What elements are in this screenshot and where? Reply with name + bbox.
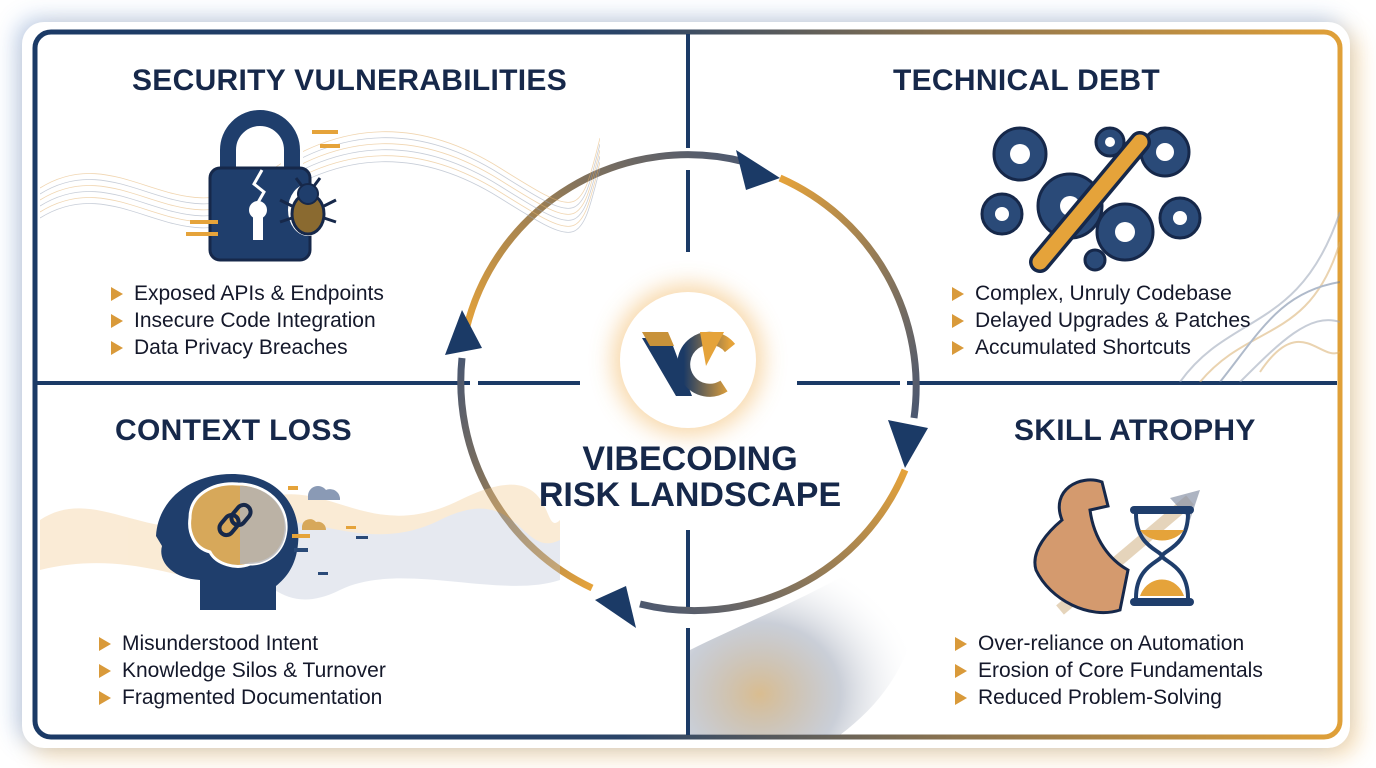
chevron-right-icon [955,636,967,651]
vc-logo-icon [642,331,736,397]
list-item: Insecure Code Integration [111,307,384,334]
chevron-right-icon [111,286,123,301]
chevron-right-icon [952,313,964,328]
vc-logo-badge [620,292,756,428]
list-item: Accumulated Shortcuts [952,334,1251,361]
arm-hourglass-icon [690,478,1200,735]
chevron-right-icon [99,690,111,705]
chevron-right-icon [955,663,967,678]
context-loss-title: CONTEXT LOSS [115,414,352,447]
head-brain-chain-icon [40,474,560,610]
list-item: Erosion of Core Fundamentals [955,657,1263,684]
chevron-right-icon [111,340,123,355]
center-title-line2: RISK LANDSCAPE [538,476,842,514]
chevron-right-icon [99,636,111,651]
padlock-bug-icon [40,110,600,262]
chevron-right-icon [955,690,967,705]
list-item: Fragmented Documentation [99,684,386,711]
list-item: Reduced Problem-Solving [955,684,1263,711]
list-item: Data Privacy Breaches [111,334,384,361]
list-item: Delayed Upgrades & Patches [952,307,1251,334]
context-loss-list: Misunderstood Intent Knowledge Silos & T… [99,630,386,711]
technical-debt-list: Complex, Unruly Codebase Delayed Upgrade… [952,280,1251,361]
skill-atrophy-list: Over-reliance on Automation Erosion of C… [955,630,1263,711]
list-item: Exposed APIs & Endpoints [111,280,384,307]
chevron-right-icon [111,313,123,328]
center-title-line1: VIBECODING [582,440,798,478]
technical-debt-title: TECHNICAL DEBT [893,64,1160,97]
list-item: Complex, Unruly Codebase [952,280,1251,307]
chevron-right-icon [99,663,111,678]
rusty-gears-wrench-icon [980,126,1340,382]
security-vulnerabilities-list: Exposed APIs & Endpoints Insecure Code I… [111,280,384,361]
list-item: Over-reliance on Automation [955,630,1263,657]
skill-atrophy-title: SKILL ATROPHY [1014,414,1256,447]
list-item: Knowledge Silos & Turnover [99,657,386,684]
chevron-right-icon [952,340,964,355]
list-item: Misunderstood Intent [99,630,386,657]
chevron-right-icon [952,286,964,301]
security-vulnerabilities-title: SECURITY VULNERABILITIES [132,64,568,97]
